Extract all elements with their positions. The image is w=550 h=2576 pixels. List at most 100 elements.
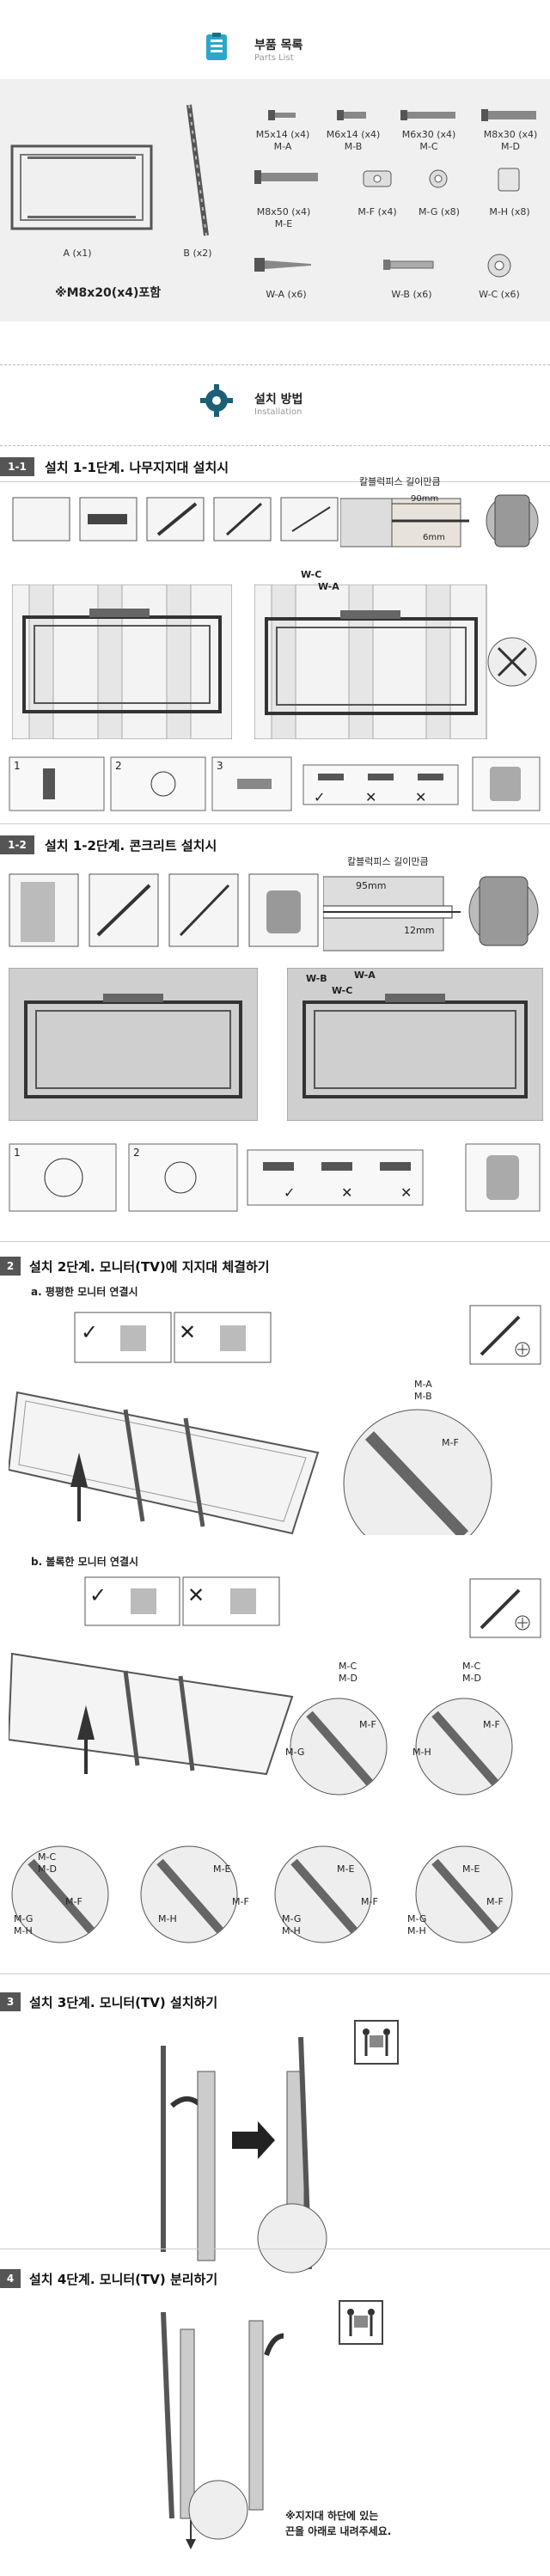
screw-icon <box>254 170 320 187</box>
label-mh: M-H <box>14 1925 33 1937</box>
part-size: M8x30 (x4) <box>483 129 538 140</box>
dim-label: 90mm <box>411 494 439 504</box>
label-md: M-D <box>462 1673 481 1684</box>
divider <box>0 1973 550 1974</box>
gear-icon <box>199 383 234 421</box>
label-mh: M-H <box>158 1913 177 1924</box>
step-badge: 2 <box>0 1257 21 1276</box>
mount-monitor-diagram <box>129 2020 404 2278</box>
dim-label: 6mm <box>423 533 445 542</box>
concrete-drill-diagram <box>322 868 543 954</box>
label-mh: M-H <box>407 1925 426 1937</box>
substep-number: 1 <box>14 1147 21 1159</box>
step-badge: 4 <box>0 2269 21 2288</box>
check-mark: ✓ <box>81 1320 99 1344</box>
part-code: M-C <box>419 141 438 152</box>
label-mf: M-F <box>359 1719 376 1730</box>
wood-wall-left <box>11 584 233 740</box>
concrete-wall-left <box>8 967 259 1122</box>
check-mark: ✓ <box>89 1583 107 1607</box>
label-mf: M-F <box>486 1896 504 1907</box>
label-mf: M-F <box>442 1437 459 1448</box>
label-wc: W-C <box>332 985 353 996</box>
label-md: M-D <box>339 1673 358 1684</box>
substep-b-title: b. 볼록한 모니터 연결시 <box>31 1556 139 1568</box>
spacer-plate-icon <box>363 170 392 191</box>
step12-tools-row <box>9 873 321 947</box>
divider <box>0 481 550 482</box>
label-mg: M-G <box>14 1913 34 1924</box>
label-md: M-D <box>38 1863 57 1875</box>
label-wa: W-A <box>318 581 339 592</box>
install-title: 설치 방법 <box>254 393 303 407</box>
part-size: M6x14 (x4) <box>326 129 381 140</box>
two-person-lift-icon <box>354 2020 399 2065</box>
label-mc: M-C <box>38 1851 57 1863</box>
parts-icon <box>205 33 229 62</box>
part-code: M-D <box>501 141 520 152</box>
cross-mark: ✕ <box>341 1184 353 1201</box>
step12-substeps <box>9 1143 541 1212</box>
cross-mark: ✕ <box>400 1184 412 1201</box>
step11-tools-row <box>12 497 339 542</box>
curved-compare-box <box>84 1576 280 1626</box>
label-mc: M-C <box>339 1661 358 1672</box>
divider <box>0 1241 550 1242</box>
part-size: M-F (x4) <box>358 206 397 217</box>
label-wb: W-B <box>306 973 327 984</box>
drill-diagram <box>339 490 543 550</box>
flat-monitor-diagram <box>7 1375 541 1558</box>
label-wa: W-A <box>354 970 376 981</box>
spacer-icon <box>497 167 521 196</box>
bracket-b-image <box>180 101 215 239</box>
part-code: M-B <box>344 141 363 152</box>
wood-wall-right <box>254 584 543 740</box>
label-mh: M-H <box>282 1925 301 1937</box>
part-code: M-E <box>274 218 293 229</box>
label-mf: M-F <box>232 1896 249 1907</box>
label-me: M-E <box>462 1863 480 1875</box>
part-code: M-A <box>273 141 292 152</box>
check-mark: ✓ <box>284 1184 296 1201</box>
anchor-icon <box>383 256 437 277</box>
two-person-lift-icon <box>339 2300 383 2345</box>
screw-icon <box>481 108 538 125</box>
substep-number: 2 <box>115 760 122 772</box>
frame-a-label: A (x1) <box>63 248 92 259</box>
divider <box>0 364 550 365</box>
part-size: M8x50 (x4) <box>256 206 311 217</box>
label-wc: W-C <box>301 569 322 580</box>
part-size: M5x14 (x4) <box>255 129 310 140</box>
install-subtitle: Installation <box>254 407 302 417</box>
cross-mark: ✕ <box>365 789 377 805</box>
washer-icon <box>486 253 512 282</box>
parts-note: ※M8x20(x4)포함 <box>55 286 162 300</box>
step-badge: 1-1 <box>0 457 34 476</box>
part-size: W-C (x6) <box>479 289 520 300</box>
label-mh: M-H <box>412 1747 431 1758</box>
check-mark: ✓ <box>314 789 326 805</box>
cross-mark: ✕ <box>415 789 427 805</box>
label-mg: M-G <box>407 1913 427 1924</box>
step-title: 설치 4단계. 모니터(TV) 분리하기 <box>29 2272 218 2287</box>
frame-a-image <box>10 144 153 230</box>
label-mf: M-F <box>361 1896 378 1907</box>
label-mc: M-C <box>462 1661 481 1672</box>
part-size: M-H (x8) <box>489 206 530 217</box>
cross-mark: ✕ <box>187 1583 205 1607</box>
substep-number: 1 <box>14 760 21 772</box>
step-badge: 1-2 <box>0 835 34 854</box>
concrete-wall-right <box>286 967 544 1122</box>
label-me: M-E <box>337 1863 355 1875</box>
step-title: 설치 2단계. 모니터(TV)에 지지대 체결하기 <box>29 1259 270 1275</box>
wood-screw-icon <box>254 256 315 277</box>
washer-icon <box>428 168 449 193</box>
part-size: M-G (x8) <box>419 206 460 217</box>
anchor-note: 칼블럭피스 길이만큼 <box>359 476 441 487</box>
cross-mark: ✕ <box>179 1320 197 1344</box>
divider <box>0 823 550 824</box>
substep-a-title: a. 평평한 모니터 연결시 <box>31 1286 138 1298</box>
substep-number: 3 <box>217 760 223 772</box>
step-title: 설치 1-1단계. 나무지지대 설치시 <box>45 460 229 475</box>
label-mg: M-G <box>285 1747 305 1758</box>
